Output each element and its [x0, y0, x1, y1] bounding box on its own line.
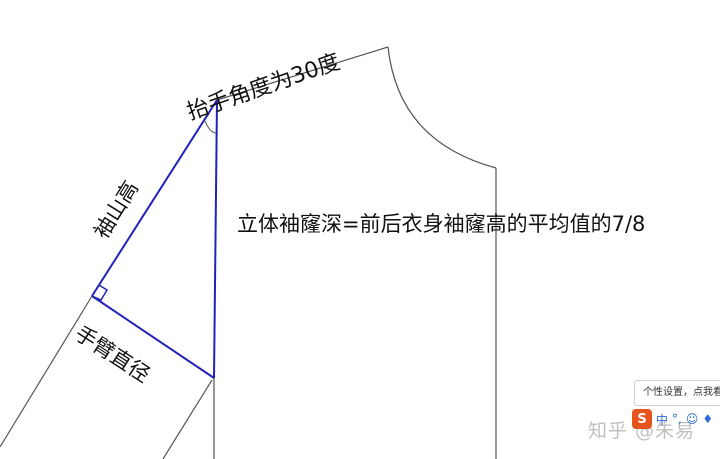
ime-punctuation-icon[interactable]: °,	[672, 412, 682, 426]
sleeve-cap-height-line	[91, 99, 218, 297]
ime-logo-icon[interactable]: S	[632, 409, 652, 429]
angle-arc	[204, 120, 217, 134]
ime-emoji-icon[interactable]: ☺	[685, 412, 699, 426]
right-angle-marker	[91, 284, 109, 301]
label-armhole-depth-formula: 立体袖窿深=前后衣身袖窿高的平均值的7/8	[237, 212, 646, 236]
arm-diameter-line	[91, 295, 215, 379]
shoulder-line	[216, 46, 389, 101]
sleeve-lower-edge	[162, 379, 213, 459]
armhole-depth-line	[213, 99, 218, 379]
armhole-curve	[387, 46, 497, 169]
ime-chinese-mode[interactable]: 中	[656, 412, 669, 427]
zhihu-watermark: 知乎 @朱易	[588, 420, 696, 442]
ime-toolbar[interactable]: S 中 °, ☺ ♦	[632, 408, 720, 430]
ime-tooltip[interactable]: 个性设置，点我看	[634, 380, 720, 406]
sleeve-upper-edge	[0, 295, 93, 448]
ime-voice-icon[interactable]: ♦	[702, 412, 714, 426]
